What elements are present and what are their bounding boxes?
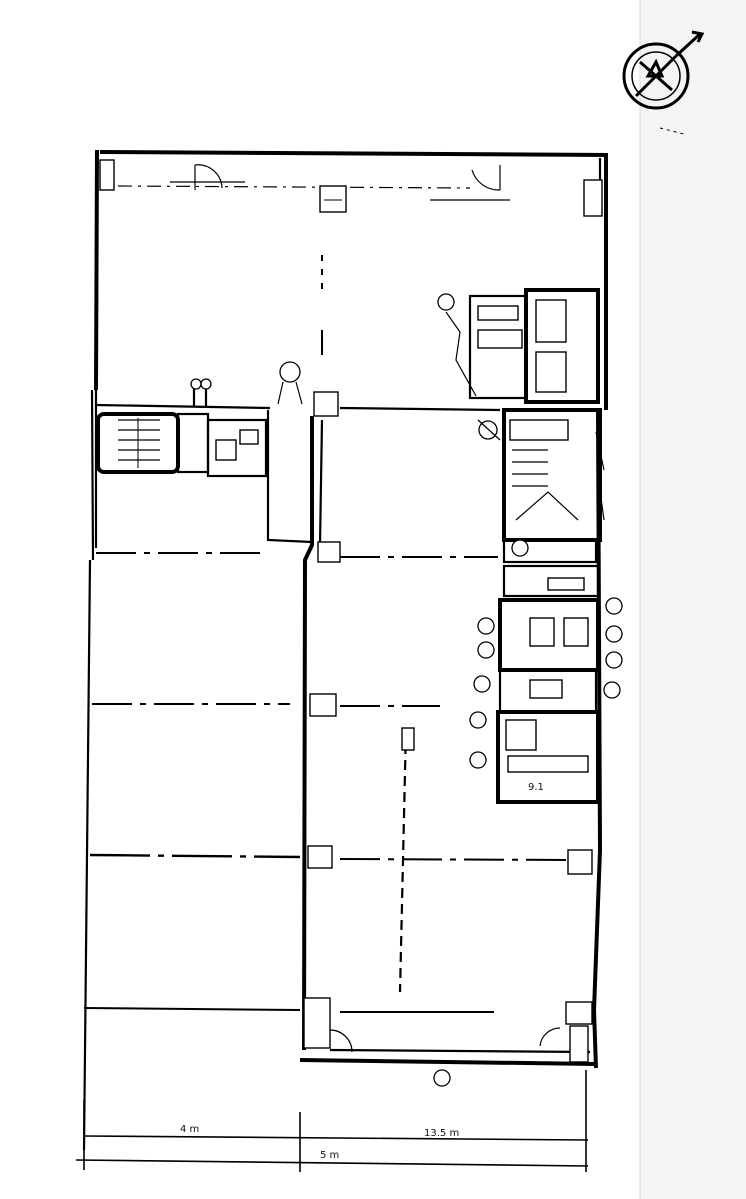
grid-lines — [83, 552, 571, 1013]
outer-walls — [82, 149, 609, 1151]
north-arrow-icon — [622, 30, 705, 135]
scan-margin — [640, 0, 746, 1199]
dimension-bottom-label: 5 m — [320, 1150, 339, 1161]
upper-partitions — [94, 164, 510, 548]
lower-right-details — [329, 849, 593, 1087]
core-room-label: 9.1 — [528, 782, 544, 793]
dimension-lines: 4 m 13.5 m 5 m — [75, 1070, 589, 1172]
left-stair-block — [96, 378, 268, 478]
dimension-left-label: 4 m — [180, 1124, 199, 1135]
central-corridor — [266, 361, 341, 1051]
right-service-core: 9.1 — [469, 408, 623, 804]
dimension-right-label: 13.5 m — [424, 1128, 459, 1139]
upper-right-rooms — [437, 288, 600, 404]
